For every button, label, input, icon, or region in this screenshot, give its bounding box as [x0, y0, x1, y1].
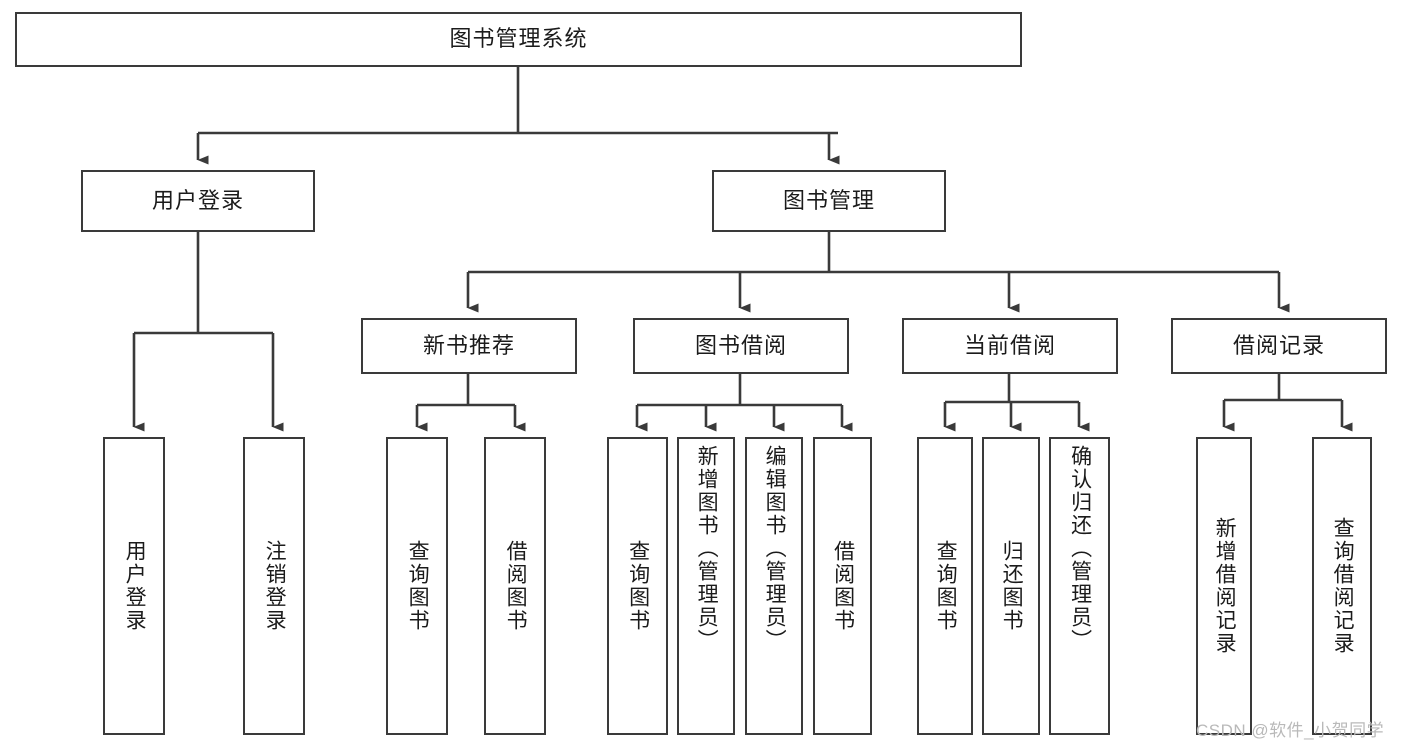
- csdn-watermark: CSDN @软件_小贺同学: [1196, 721, 1385, 740]
- node-leaf-user-logout[interactable]: 注销登录: [243, 437, 305, 735]
- node-leaf-edit-book-admin[interactable]: 编辑图书（管理员）: [745, 437, 803, 735]
- node-leaf-user-login[interactable]: 用户登录: [103, 437, 165, 735]
- node-leaf-borrow-book-recommend[interactable]: 借阅图书: [484, 437, 546, 735]
- node-root[interactable]: 图书管理系统: [15, 12, 1022, 67]
- node-leaf-borrow-book[interactable]: 借阅图书: [813, 437, 872, 735]
- node-leaf-query-book-current[interactable]: 查询图书: [917, 437, 973, 735]
- node-new-book-recommendation[interactable]: 新书推荐: [361, 318, 577, 374]
- node-leaf-confirm-return-admin[interactable]: 确认归还（管理员）: [1049, 437, 1110, 735]
- node-book-manage[interactable]: 图书管理: [712, 170, 946, 232]
- node-leaf-query-book-recommend[interactable]: 查询图书: [386, 437, 448, 735]
- node-user-login[interactable]: 用户登录: [81, 170, 315, 232]
- node-book-borrow[interactable]: 图书借阅: [633, 318, 849, 374]
- node-borrow-record[interactable]: 借阅记录: [1171, 318, 1387, 374]
- node-leaf-add-borrow-record[interactable]: 新增借阅记录: [1196, 437, 1252, 735]
- node-leaf-query-book-borrow[interactable]: 查询图书: [607, 437, 668, 735]
- node-current-borrow[interactable]: 当前借阅: [902, 318, 1118, 374]
- node-leaf-add-book-admin[interactable]: 新增图书（管理员）: [677, 437, 735, 735]
- node-leaf-query-borrow-record[interactable]: 查询借阅记录: [1312, 437, 1372, 735]
- node-leaf-return-book[interactable]: 归还图书: [982, 437, 1040, 735]
